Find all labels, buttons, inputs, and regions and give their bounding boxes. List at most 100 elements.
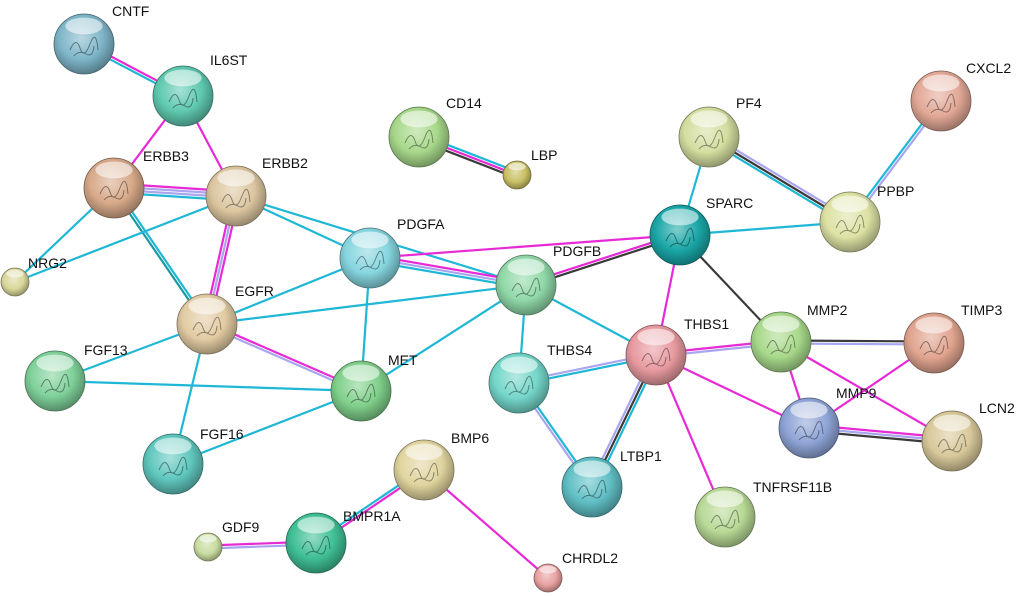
node-mmp9[interactable]: MMP9 xyxy=(778,385,877,459)
edge-erbb2-nrg2-cyan xyxy=(14,194,237,284)
node-erbb3[interactable]: ERBB3 xyxy=(83,148,189,219)
node-timp3[interactable]: TIMP3 xyxy=(903,302,1002,374)
node-ppbp[interactable]: PPBP xyxy=(819,183,914,253)
node-mmp2[interactable]: MMP2 xyxy=(750,302,848,373)
structure-glyph-icon xyxy=(404,129,434,150)
node-label-chrdl2: CHRDL2 xyxy=(562,550,618,566)
node-label-lbp: LBP xyxy=(531,147,557,163)
sphere-highlight xyxy=(922,74,960,92)
sphere-highlight xyxy=(539,565,557,574)
structure-glyph-icon xyxy=(694,129,724,150)
structure-glyph-icon xyxy=(355,250,385,271)
node-label-il6st: IL6ST xyxy=(210,52,248,68)
sphere-highlight xyxy=(351,231,389,249)
node-label-cxcl2: CXCL2 xyxy=(966,60,1011,76)
node-sparc[interactable]: SPARC xyxy=(649,195,753,266)
edge-pdgfa-sparc-magenta xyxy=(369,233,681,260)
structure-glyph-icon xyxy=(794,420,824,441)
node-label-bmp6: BMP6 xyxy=(451,430,489,446)
node-lcn2[interactable]: LCN2 xyxy=(921,400,1015,472)
node-label-gdf9: GDF9 xyxy=(222,519,260,535)
node-label-mmp2: MMP2 xyxy=(807,302,848,318)
structure-glyph-icon xyxy=(641,347,671,368)
node-il6st[interactable]: IL6ST xyxy=(152,52,248,127)
node-cxcl2[interactable]: CXCL2 xyxy=(910,60,1011,132)
edge-mmp2-lcn2-magenta xyxy=(780,341,953,442)
node-label-ltbp1: LTBP1 xyxy=(620,448,662,464)
sphere-highlight xyxy=(154,437,192,455)
node-label-cntf: CNTF xyxy=(112,3,149,19)
node-erbb2[interactable]: ERBB2 xyxy=(205,155,308,227)
sphere-highlight xyxy=(65,17,103,35)
node-met[interactable]: MET xyxy=(330,352,418,422)
node-label-cd14: CD14 xyxy=(446,95,482,111)
edge-fgf13-met-cyan xyxy=(54,379,362,393)
sphere-highlight xyxy=(36,354,74,372)
structure-glyph-icon xyxy=(409,462,439,483)
node-fgf16[interactable]: FGF16 xyxy=(142,426,244,495)
node-label-pdgfa: PDGFA xyxy=(397,216,445,232)
node-label-mmp9: MMP9 xyxy=(836,385,877,401)
node-thbs1[interactable]: THBS1 xyxy=(625,316,729,386)
node-thbs4[interactable]: THBS4 xyxy=(488,342,592,414)
sphere-highlight xyxy=(164,69,202,87)
structure-glyph-icon xyxy=(926,93,956,114)
node-label-ppbp: PPBP xyxy=(877,183,914,199)
sphere-highlight xyxy=(762,315,800,333)
sphere-highlight xyxy=(690,110,728,128)
edge-fgf16-met-cyan xyxy=(172,389,362,466)
node-pdgfb[interactable]: PDGFB xyxy=(495,243,601,316)
node-label-thbs1: THBS1 xyxy=(684,316,729,332)
sphere-highlight xyxy=(508,162,526,171)
node-bmpr1a[interactable]: BMPR1A xyxy=(285,508,401,574)
sphere-highlight xyxy=(188,297,226,315)
structure-glyph-icon xyxy=(919,335,949,356)
node-gdf9[interactable]: GDF9 xyxy=(193,519,260,562)
sphere-highlight xyxy=(405,443,443,461)
structure-glyph-icon xyxy=(835,214,865,235)
node-label-fgf16: FGF16 xyxy=(200,426,244,442)
node-label-thbs4: THBS4 xyxy=(547,342,592,358)
sphere-highlight xyxy=(199,534,217,543)
sphere-highlight xyxy=(342,364,380,382)
node-label-nrg2: NRG2 xyxy=(28,255,67,271)
structure-glyph-icon xyxy=(710,509,740,530)
sphere-highlight xyxy=(915,316,953,334)
node-label-lcn2: LCN2 xyxy=(979,400,1015,416)
sphere-highlight xyxy=(831,195,869,213)
node-label-pf4: PF4 xyxy=(736,95,762,111)
sphere-highlight xyxy=(637,328,675,346)
node-cd14[interactable]: CD14 xyxy=(388,95,482,168)
sphere-highlight xyxy=(95,161,133,179)
sphere-highlight xyxy=(500,356,538,374)
sphere-highlight xyxy=(6,269,24,278)
node-bmp6[interactable]: BMP6 xyxy=(393,430,489,501)
structure-glyph-icon xyxy=(511,277,541,298)
structure-glyph-icon xyxy=(346,383,376,404)
node-pf4[interactable]: PF4 xyxy=(678,95,762,168)
node-ltbp1[interactable]: LTBP1 xyxy=(561,448,662,518)
sphere-highlight xyxy=(933,414,971,432)
node-fgf13[interactable]: FGF13 xyxy=(24,342,128,412)
edge-pdgfb-met-cyan xyxy=(360,284,527,392)
node-label-sparc: SPARC xyxy=(706,195,753,211)
node-label-erbb3: ERBB3 xyxy=(143,148,189,164)
node-label-bmpr1a: BMPR1A xyxy=(343,508,401,524)
node-pdgfa[interactable]: PDGFA xyxy=(339,216,445,289)
structure-glyph-icon xyxy=(168,88,198,109)
sphere-highlight xyxy=(706,490,744,508)
structure-glyph-icon xyxy=(577,479,607,500)
node-nrg2[interactable]: NRG2 xyxy=(0,255,67,297)
node-chrdl2[interactable]: CHRDL2 xyxy=(533,550,618,593)
node-egfr[interactable]: EGFR xyxy=(176,283,274,355)
node-lbp[interactable]: LBP xyxy=(502,147,557,190)
structure-glyph-icon xyxy=(504,375,534,396)
sphere-highlight xyxy=(573,460,611,478)
node-cntf[interactable]: CNTF xyxy=(53,3,149,75)
structure-glyph-icon xyxy=(69,36,99,57)
node-tnfrsf11b[interactable]: TNFRSF11B xyxy=(694,479,832,548)
structure-glyph-icon xyxy=(766,334,796,355)
structure-glyph-icon xyxy=(665,227,695,248)
